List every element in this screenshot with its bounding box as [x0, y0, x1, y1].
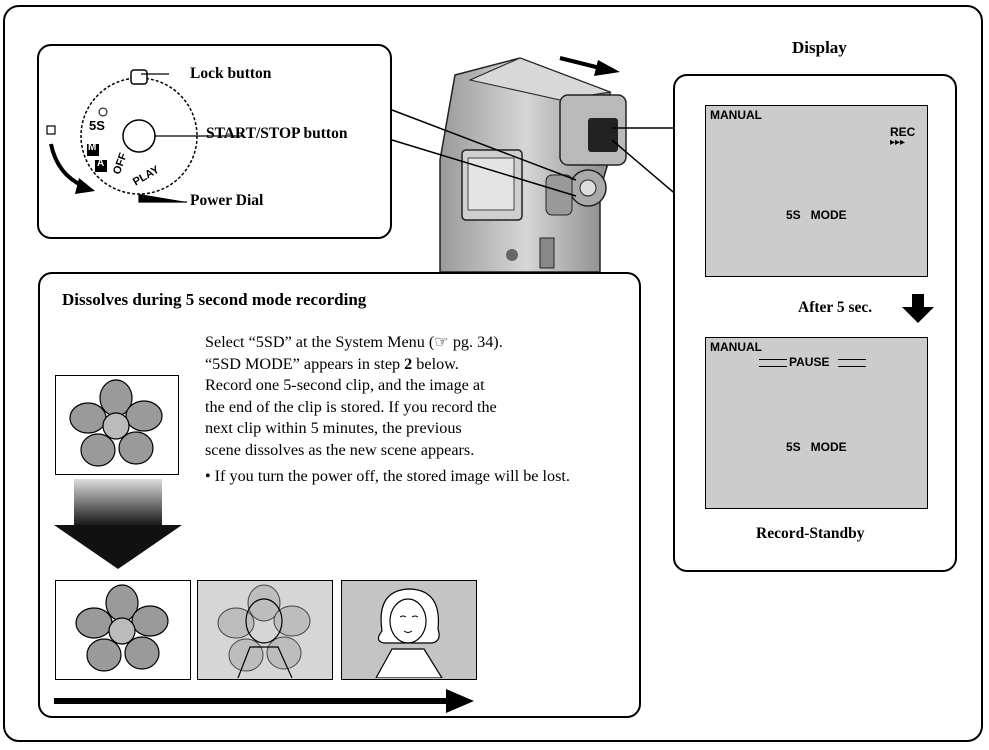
- screen1-manual: MANUAL: [710, 108, 762, 122]
- camcorder-illustration: [439, 56, 627, 273]
- record-standby-label: Record-Standby: [756, 525, 865, 542]
- lock-button-label: Lock button: [190, 65, 272, 82]
- power-dial-illustration: [46, 69, 244, 203]
- body-line-4: the end of the clip is stored. If you re…: [205, 397, 497, 416]
- flower-thumbnail: [55, 375, 179, 475]
- sequence-girl: [341, 580, 477, 680]
- screen2-pause: PAUSE: [789, 355, 830, 369]
- bullet-note: •If you turn the power off, the stored i…: [205, 466, 570, 485]
- step-number: 2: [404, 354, 413, 373]
- pause-left-bars: [759, 359, 787, 367]
- power-dial-label: Power Dial: [190, 192, 264, 209]
- body-line-6: scene dissolves as the new scene appears…: [205, 440, 475, 459]
- dial-5s-text: 5S: [89, 118, 105, 133]
- screen2-manual: MANUAL: [710, 340, 762, 354]
- dial-m-text: M: [88, 142, 97, 153]
- screen1-arrows: ▸▸▸: [890, 137, 906, 148]
- screen2-mode: 5S MODE: [786, 440, 847, 454]
- display-panel: MANUAL REC ▸▸▸ 5S MODE After 5 sec. MANU…: [673, 74, 957, 572]
- down-arrow-icon: [902, 294, 934, 323]
- body-line-5: next clip within 5 minutes, the previous: [205, 419, 462, 438]
- body-line-1: Select “5SD” at the System Menu (☞ pg. 3…: [205, 333, 503, 351]
- pause-screen: MANUAL PAUSE 5S MODE: [705, 337, 928, 509]
- body-line-2: “5SD MODE” appears in step 2 below.: [205, 354, 459, 373]
- body-text: Select “5SD” at the System Menu (☞ pg. 3…: [205, 332, 635, 487]
- timeline-arrow: [54, 689, 474, 713]
- sequence-flower: [55, 580, 191, 680]
- power-dial-callout: Lock button START/STOP button Power Dial…: [37, 44, 392, 239]
- panel-title: Dissolves during 5 second mode recording: [62, 290, 367, 309]
- screen1-mode: 5S MODE: [786, 208, 847, 222]
- pause-right-bars: [838, 359, 866, 367]
- body-line-3: Record one 5-second clip, and the image …: [205, 376, 485, 395]
- sequence-dissolve: [197, 580, 333, 680]
- dissolve-gradient-arrow: [54, 479, 182, 569]
- rec-screen: MANUAL REC ▸▸▸ 5S MODE: [705, 105, 928, 277]
- page-frame: [3, 5, 983, 742]
- dial-a-text: A: [97, 158, 105, 169]
- after-5-sec-label: After 5 sec.: [798, 299, 873, 316]
- dissolves-panel: Dissolves during 5 second mode recording…: [38, 272, 641, 718]
- screen1-rec: REC: [890, 125, 916, 139]
- display-title: Display: [792, 38, 847, 57]
- start-stop-button-label: START/STOP button: [206, 125, 348, 142]
